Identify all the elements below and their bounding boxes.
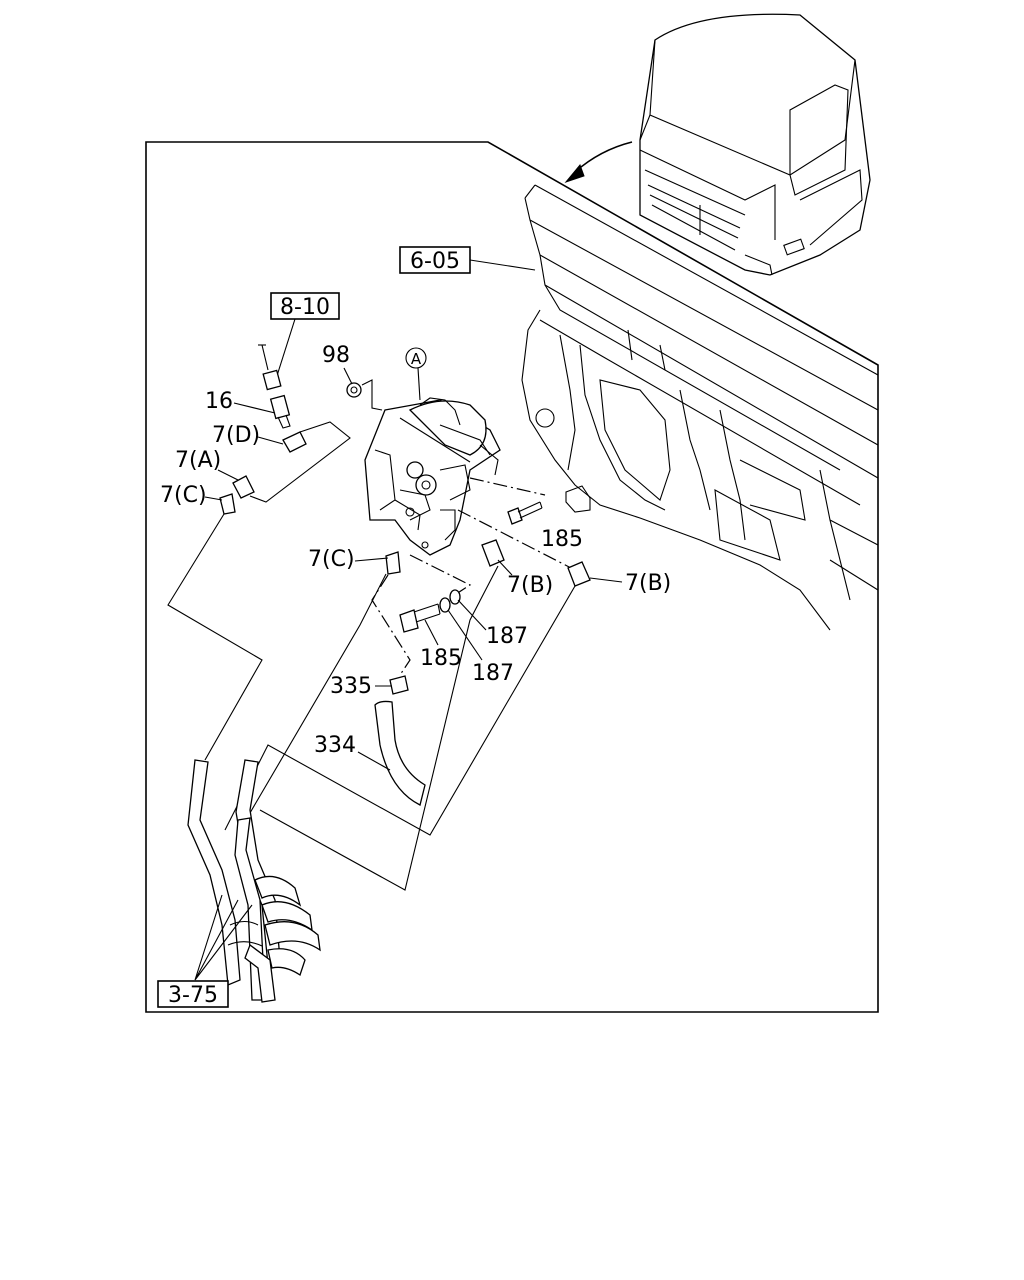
fitting-7a [232, 475, 255, 499]
callout-a: A [411, 350, 422, 368]
leader-line-hose [371, 574, 411, 676]
pipe-bundle [187, 759, 321, 1003]
callout-7a: 7(A) [175, 448, 221, 473]
callout-7d: 7(D) [212, 423, 260, 448]
washers-187 [439, 589, 461, 613]
callout-185-mid: 185 [420, 646, 462, 671]
nut-98 [346, 382, 362, 398]
callout-7c-left: 7(C) [160, 483, 207, 508]
hose-clip-335 [389, 675, 409, 695]
leader-line-a [469, 477, 546, 496]
ref-3-75-leaders [194, 894, 253, 981]
fitting-7d [282, 431, 307, 453]
ref-box-8-10[interactable]: 8-10 [270, 292, 340, 320]
callout-98: 98 [322, 343, 350, 368]
pressure-switch-16 [269, 394, 291, 429]
fitting-7c-mid [385, 551, 401, 575]
sensor-connector [258, 344, 282, 391]
callout-16: 16 [205, 389, 233, 414]
callout-7b-right: 7(B) [625, 571, 671, 596]
bolt-185-mid [399, 603, 441, 633]
ref-box-6-05[interactable]: 6-05 [399, 246, 471, 274]
fitting-7b-mid [481, 539, 505, 567]
callout-185-right: 185 [541, 527, 583, 552]
callout-334: 334 [314, 733, 356, 758]
callout-187-upper: 187 [486, 624, 528, 649]
leader-line-b [457, 509, 576, 571]
fitting-7c-left [219, 493, 236, 515]
ref-box-3-75[interactable]: 3-75 [157, 980, 229, 1008]
ref-label-6-05: 6-05 [410, 249, 460, 274]
diagram-frame [145, 141, 879, 1013]
leader-line-c [409, 554, 472, 599]
callout-187-lower: 187 [472, 661, 514, 686]
fitting-7b-right [567, 561, 591, 587]
ref-label-8-10: 8-10 [280, 295, 330, 320]
truck-cab-illustration [564, 13, 871, 276]
callout-a-circle: A [405, 347, 427, 369]
ref-label-3-75: 3-75 [168, 983, 218, 1008]
callout-7c-mid: 7(C) [308, 547, 355, 572]
hose-334 [374, 700, 426, 806]
valve-assembly [364, 397, 501, 556]
front-panel-structure [521, 184, 879, 631]
bolt-185-right [507, 501, 543, 525]
callout-335: 335 [330, 674, 372, 699]
callout-7b-mid: 7(B) [507, 573, 553, 598]
